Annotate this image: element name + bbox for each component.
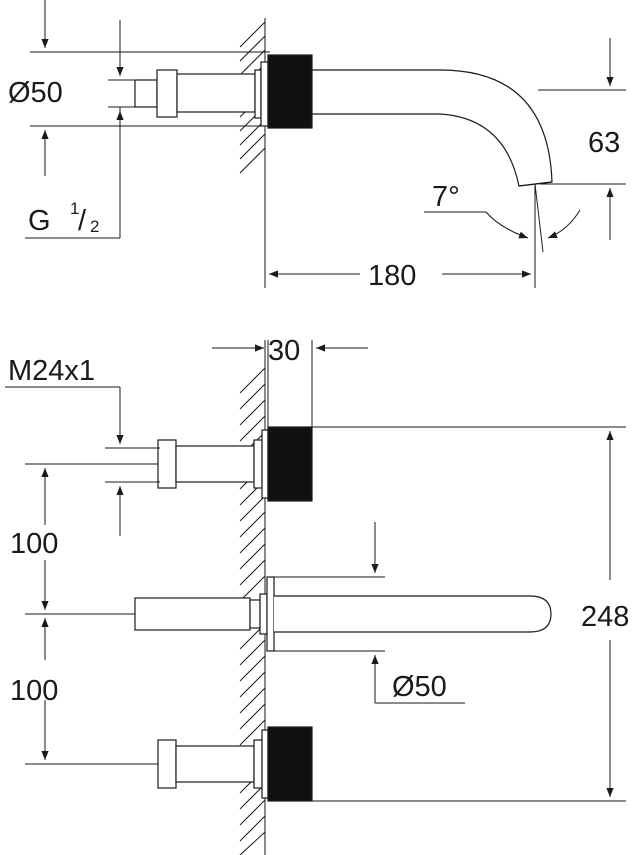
label-thread-g: G [28,205,51,237]
label-dim-100-upper: 100 [10,528,58,560]
dim-m24 [5,386,160,536]
dim-180 [264,170,536,288]
dim-diameter-bottom [274,522,465,704]
dim-248 [312,426,626,802]
dim-diameter-top [25,0,270,239]
valve-lower [157,726,313,802]
valve-upper [157,426,313,502]
label-dim-100-lower: 100 [10,675,58,707]
spout-outline [312,69,553,187]
label-dim-63: 63 [588,127,620,159]
label-diameter-bottom: Ø50 [392,671,447,703]
label-diameter-top: Ø50 [8,77,63,109]
bottom-view [5,340,626,855]
label-thread-g-den: 2 [90,217,99,236]
label-dim-30: 30 [268,335,300,367]
dim-63 [538,38,626,240]
label-thread-g-slash: / [78,205,87,237]
label-dim-248: 248 [581,601,629,633]
handle-rosette-upper [267,426,313,502]
spout-plan [134,576,552,652]
label-angle: 7° [432,181,460,213]
handle-rosette-lower [267,726,313,802]
dim-angle [424,183,581,255]
rosette-top [267,54,313,129]
top-view [25,0,626,288]
valve-body-top [134,61,269,127]
label-thread-g-num: 1 [70,199,79,218]
label-dim-180: 180 [368,260,416,292]
dim-30 [212,340,368,427]
dim-100-chain [25,463,158,765]
label-thread-m: M24x1 [8,355,95,387]
